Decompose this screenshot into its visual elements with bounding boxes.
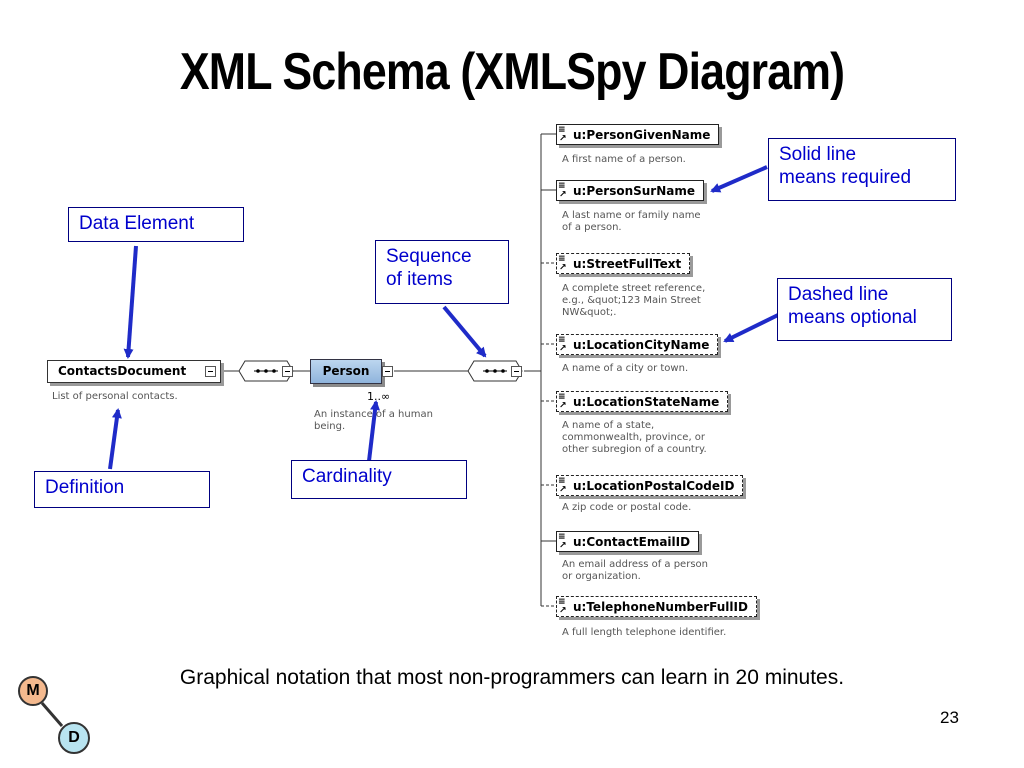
child-element-label: u:LocationCityName <box>573 338 710 352</box>
child-element-label: u:LocationPostalCodeID <box>573 479 735 493</box>
reference-arrow-icon: ↗ <box>559 344 567 354</box>
attribute-marker-icon: ≡ <box>558 254 566 264</box>
page-number: 23 <box>940 708 959 727</box>
person-element-node[interactable]: Person <box>310 359 393 384</box>
child-description: A last name or family name of a person. <box>562 210 701 233</box>
callout-data-element: Data Element <box>68 207 244 242</box>
child-element-label: u:TelephoneNumberFullID <box>573 600 748 614</box>
reference-arrow-icon: ↗ <box>559 485 567 495</box>
reference-arrow-icon: ↗ <box>559 401 567 411</box>
callout-sequence: Sequence of items <box>375 240 509 304</box>
cardinality-label: 1..∞ <box>367 390 391 403</box>
reference-arrow-icon: ↗ <box>559 263 567 273</box>
child-description: A name of a city or town. <box>562 363 689 374</box>
person-element-label: Person <box>322 364 370 378</box>
child-description: A first name of a person. <box>562 154 686 165</box>
callout-solid-line: Solid line means required <box>768 138 956 201</box>
child-element-node[interactable]: ≡↗ u:LocationPostalCodeID <box>556 475 744 496</box>
child-element-label: u:LocationStateName <box>573 395 720 409</box>
attribute-marker-icon: ≡ <box>558 597 566 607</box>
root-description: List of personal contacts. <box>52 391 178 402</box>
child-description: A zip code or postal code. <box>562 502 692 513</box>
child-element-label: u:ContactEmailID <box>573 535 691 549</box>
slide-caption: Graphical notation that most non-program… <box>179 666 845 689</box>
child-description: A name of a state, commonwealth, provinc… <box>562 420 707 455</box>
collapse-toggle-icon[interactable] <box>382 366 393 377</box>
logo-d-icon: D <box>58 722 90 754</box>
child-element-node[interactable]: ≡↗ u:StreetFullText <box>556 253 691 274</box>
reference-arrow-icon: ↗ <box>559 606 567 616</box>
child-description: A complete street reference, e.g., &quot… <box>562 283 706 318</box>
attribute-marker-icon: ≡ <box>558 181 566 191</box>
reference-arrow-icon: ↗ <box>559 134 567 144</box>
child-element-node[interactable]: ≡↗ u:LocationStateName <box>556 391 729 412</box>
child-element-node[interactable]: ≡↗ u:PersonGivenName <box>556 124 720 145</box>
reference-arrow-icon: ↗ <box>559 190 567 200</box>
child-element-label: u:StreetFullText <box>573 257 682 271</box>
child-description: A full length telephone identifier. <box>562 627 727 638</box>
person-description: An instance of a human being. <box>314 409 433 432</box>
root-element-node[interactable]: ContactsDocument <box>47 360 221 383</box>
attribute-marker-icon: ≡ <box>558 476 566 486</box>
child-element-node[interactable]: ≡↗ u:LocationCityName <box>556 334 719 355</box>
child-element-node[interactable]: ≡↗ u:TelephoneNumberFullID <box>556 596 757 617</box>
child-element-node[interactable]: ≡↗ u:PersonSurName <box>556 180 705 201</box>
logo-m-icon: M <box>18 676 48 706</box>
collapse-toggle-icon[interactable] <box>282 366 293 377</box>
child-description: An email address of a person or organiza… <box>562 559 708 582</box>
callout-definition: Definition <box>34 471 210 508</box>
attribute-marker-icon: ≡ <box>558 392 566 402</box>
root-element-label: ContactsDocument <box>58 364 187 378</box>
child-element-label: u:PersonSurName <box>573 184 696 198</box>
reference-arrow-icon: ↗ <box>559 541 567 551</box>
collapse-toggle-icon[interactable] <box>511 366 522 377</box>
slide-title: XML Schema (XMLSpy Diagram) <box>179 43 845 101</box>
child-element-label: u:PersonGivenName <box>573 128 711 142</box>
child-element-node[interactable]: ≡↗ u:ContactEmailID <box>556 531 700 552</box>
attribute-marker-icon: ≡ <box>558 532 566 542</box>
attribute-marker-icon: ≡ <box>558 335 566 345</box>
callout-cardinality: Cardinality <box>291 460 467 499</box>
callout-dashed-line: Dashed line means optional <box>777 278 952 341</box>
collapse-toggle-icon[interactable] <box>205 366 216 377</box>
attribute-marker-icon: ≡ <box>558 125 566 135</box>
